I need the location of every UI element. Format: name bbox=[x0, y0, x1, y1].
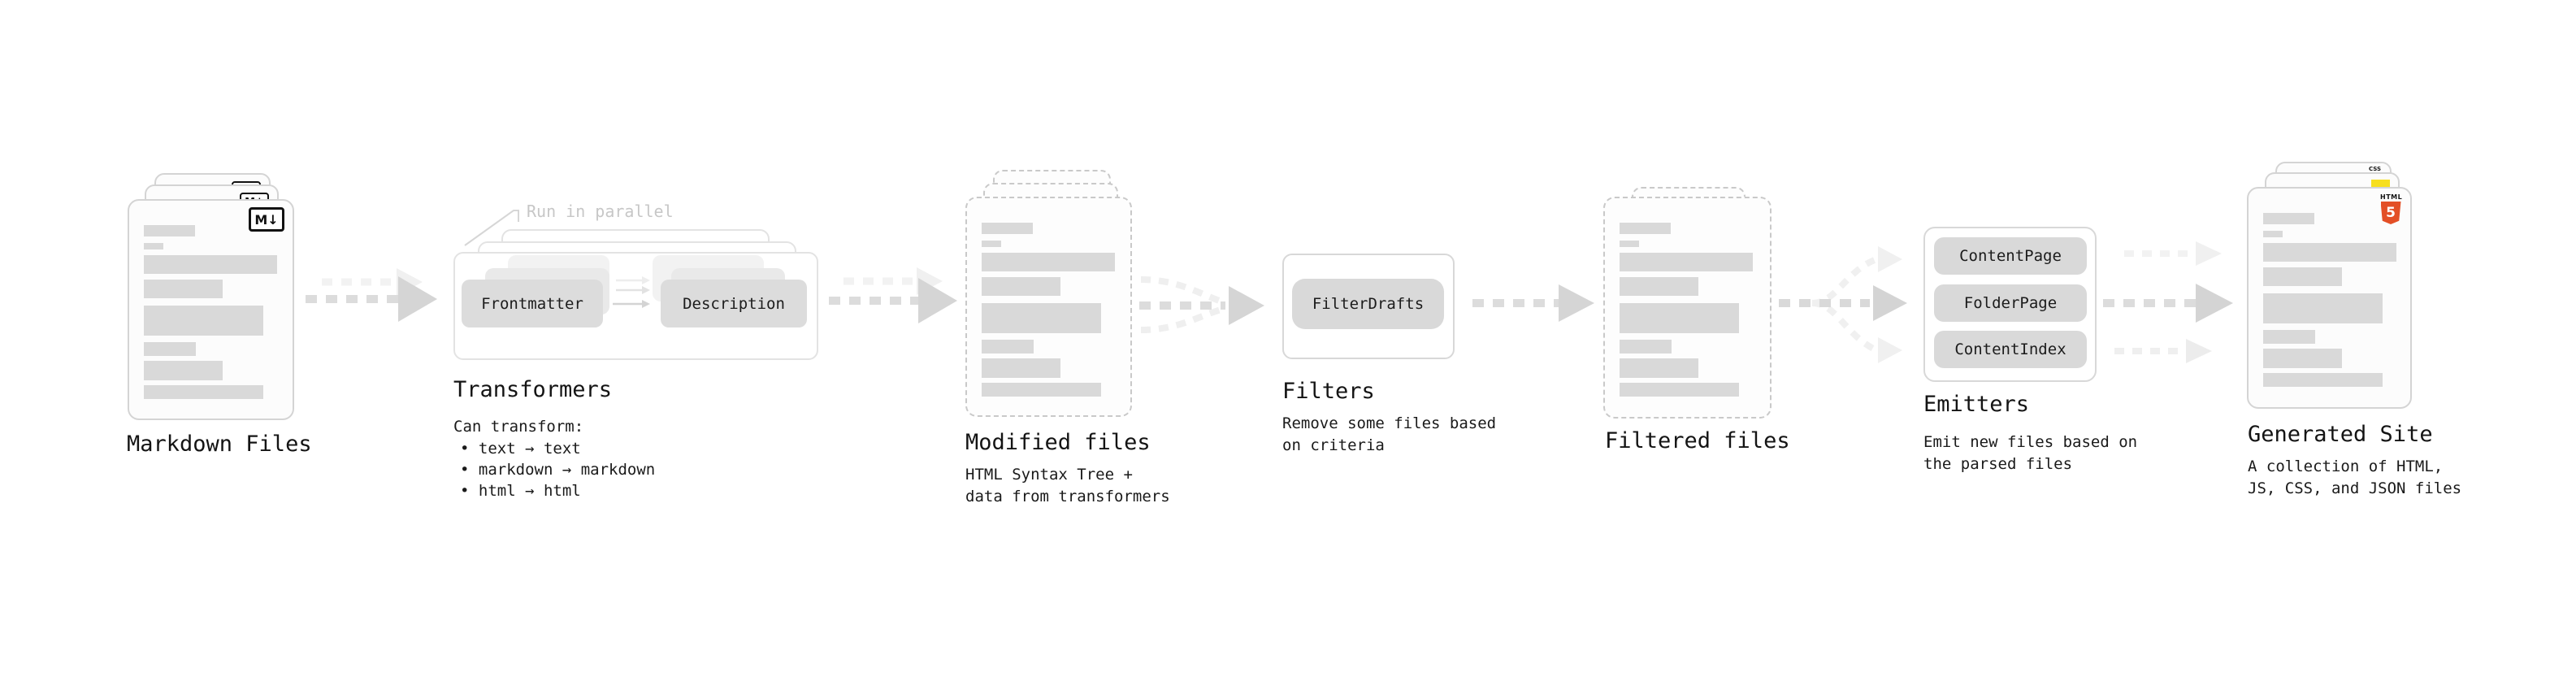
filterdrafts-node-label: FilterDrafts bbox=[1312, 295, 1425, 313]
skeleton-bar bbox=[1620, 383, 1739, 397]
contentpage-node: ContentPage bbox=[1934, 237, 2087, 275]
generated-html-card: HTML 5 bbox=[2247, 187, 2412, 409]
document-skeleton bbox=[2263, 213, 2396, 387]
run-in-parallel-annotation: Run in parallel bbox=[527, 202, 674, 221]
frontmatter-node: Frontmatter bbox=[462, 280, 603, 327]
transformers-note-title: Can transform: bbox=[453, 418, 584, 436]
skeleton-bar bbox=[144, 385, 263, 399]
emitters-label: Emitters bbox=[1923, 392, 2030, 417]
skeleton-bar bbox=[1620, 277, 1698, 296]
filters-note: Remove some files based on criteria bbox=[1282, 414, 1497, 454]
markdown-icon: M↓ bbox=[249, 207, 284, 232]
transformers-bullet: • html → html bbox=[460, 482, 581, 500]
folderpage-node: FolderPage bbox=[1934, 284, 2087, 322]
emitters-note: Emit new files based on the parsed files bbox=[1923, 433, 2138, 473]
modified-files-note: HTML Syntax Tree + data from transformer… bbox=[965, 466, 1170, 505]
skeleton-bar bbox=[2263, 243, 2396, 262]
emit-arrow-icon bbox=[2114, 339, 2212, 363]
skeleton-bar bbox=[2263, 349, 2342, 368]
skeleton-bar bbox=[982, 340, 1034, 354]
skeleton-bar bbox=[144, 361, 223, 380]
skeleton-bar bbox=[1620, 241, 1639, 247]
skeleton-bar bbox=[1620, 340, 1672, 354]
generated-site-label: Generated Site bbox=[2248, 422, 2433, 447]
contentpage-node-label: ContentPage bbox=[1959, 247, 2062, 265]
fork-arrow-icon bbox=[1779, 246, 1907, 363]
skeleton-bar bbox=[144, 306, 263, 336]
transformers-label: Transformers bbox=[453, 377, 613, 402]
skeleton-bar bbox=[982, 383, 1101, 397]
folderpage-node-label: FolderPage bbox=[1963, 294, 2058, 312]
skeleton-bar bbox=[982, 241, 1001, 247]
skeleton-bar bbox=[144, 280, 223, 298]
description-node: Description bbox=[661, 280, 807, 327]
skeleton-bar bbox=[982, 277, 1060, 296]
markdown-file-card: M↓ bbox=[128, 199, 294, 420]
filtered-files-label: Filtered files bbox=[1605, 428, 1790, 453]
js-icon bbox=[2371, 180, 2390, 189]
skeleton-bar bbox=[144, 225, 195, 236]
skeleton-bar bbox=[144, 255, 277, 274]
merge-arrow-icon bbox=[1139, 276, 1264, 333]
skeleton-bar bbox=[982, 253, 1115, 271]
transformers-bullet: • markdown → markdown bbox=[460, 461, 656, 479]
document-skeleton bbox=[982, 223, 1115, 397]
modified-file-card bbox=[965, 197, 1132, 417]
contentindex-node: ContentIndex bbox=[1934, 331, 2087, 368]
skeleton-bar bbox=[1620, 358, 1698, 378]
skeleton-bar bbox=[2263, 293, 2383, 323]
skeleton-bar bbox=[982, 223, 1033, 234]
markdown-files-label: Markdown Files bbox=[127, 432, 312, 457]
filtered-file-card bbox=[1603, 197, 1772, 419]
skeleton-bar bbox=[2263, 213, 2314, 224]
emit-arrow-icon bbox=[2124, 241, 2222, 266]
skeleton-bar bbox=[1620, 223, 1671, 234]
skeleton-bar bbox=[2263, 330, 2315, 344]
frontmatter-node-label: Frontmatter bbox=[481, 294, 583, 313]
emit-arrow-icon bbox=[2103, 284, 2233, 323]
contentindex-node-label: ContentIndex bbox=[1954, 340, 2066, 358]
modified-files-label: Modified files bbox=[965, 430, 1151, 455]
annotation-leader-line bbox=[464, 210, 519, 246]
html5-icon: HTML 5 bbox=[2380, 193, 2402, 224]
skeleton-bar bbox=[1620, 253, 1753, 271]
flow-arrow-icon bbox=[829, 267, 957, 323]
skeleton-bar bbox=[2263, 373, 2383, 387]
flow-arrow-icon bbox=[306, 268, 437, 322]
document-skeleton bbox=[144, 225, 277, 399]
skeleton-bar bbox=[982, 358, 1060, 378]
transformers-bullet: • text → text bbox=[460, 440, 581, 458]
flow-arrow-icon bbox=[1472, 284, 1594, 322]
skeleton-bar bbox=[1620, 303, 1739, 333]
skeleton-bar bbox=[2263, 267, 2342, 286]
generated-site-note: A collection of HTML, JS, CSS, and JSON … bbox=[2248, 458, 2462, 497]
filters-label: Filters bbox=[1282, 379, 1375, 404]
description-node-label: Description bbox=[683, 294, 785, 313]
skeleton-bar bbox=[982, 303, 1101, 333]
skeleton-bar bbox=[144, 342, 196, 356]
skeleton-bar bbox=[144, 243, 163, 249]
filterdrafts-node: FilterDrafts bbox=[1292, 279, 1444, 329]
transform-arrows-icon bbox=[613, 276, 650, 308]
skeleton-bar bbox=[2263, 231, 2283, 237]
document-skeleton bbox=[1620, 223, 1753, 397]
